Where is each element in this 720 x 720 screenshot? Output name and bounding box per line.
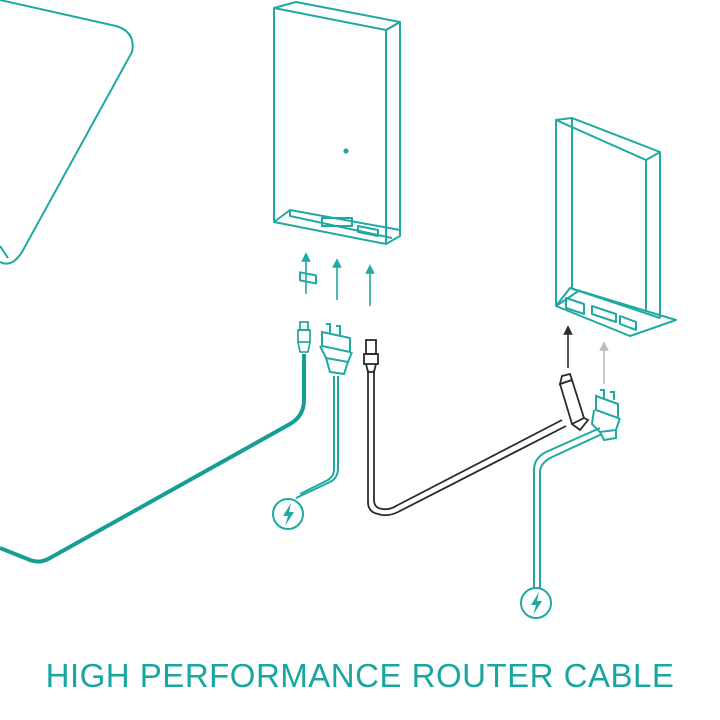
router-2 — [555, 117, 677, 337]
power-icon-right — [520, 587, 552, 619]
power-icon-left — [272, 498, 304, 530]
lightning-bolt-icon — [531, 592, 542, 615]
cable-power-right — [533, 389, 621, 588]
page-title: HIGH PERFORMANCE ROUTER CABLE — [45, 657, 675, 694]
cable-router-to-router — [363, 339, 590, 517]
tablet-outline — [0, 0, 134, 265]
cable-tablet-to-router — [0, 321, 311, 564]
lightning-bolt-icon — [283, 503, 294, 526]
router-1 — [273, 1, 401, 285]
insert-arrows-router-2 — [563, 325, 609, 384]
insert-arrows-router-1 — [301, 252, 375, 306]
cable-power-left — [295, 323, 353, 499]
